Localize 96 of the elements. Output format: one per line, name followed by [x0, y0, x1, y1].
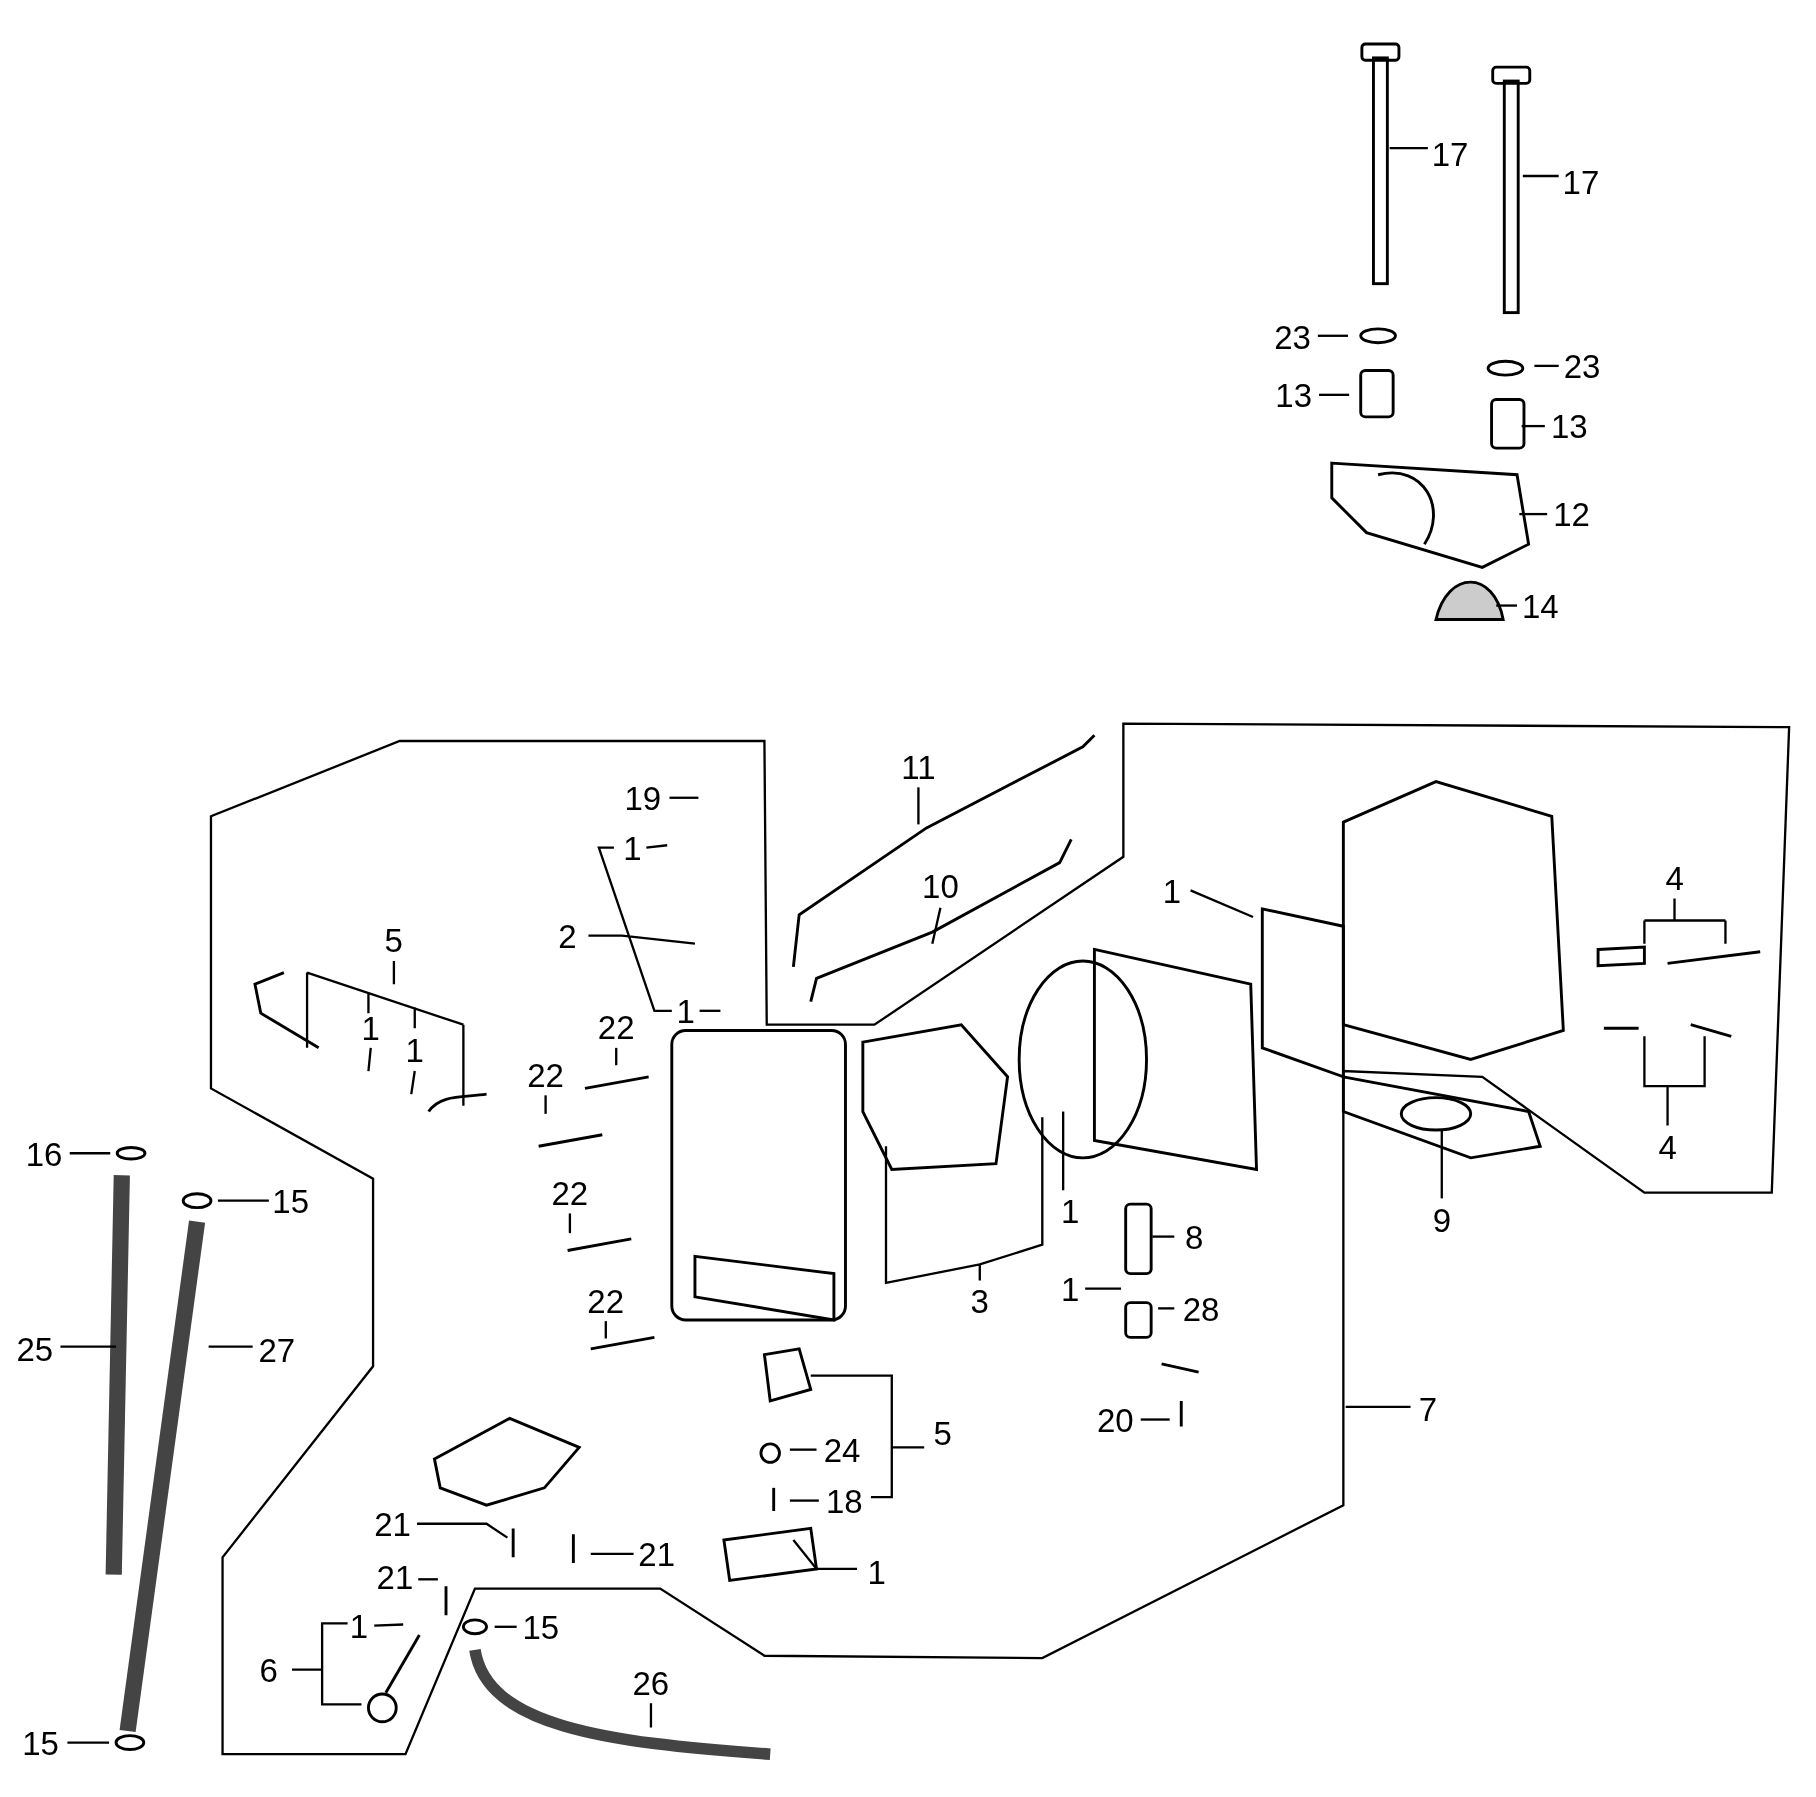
callout-number: 12	[1553, 497, 1590, 531]
callout-number: 15	[272, 1184, 310, 1218]
leader-line	[217, 1199, 269, 1202]
leader-line	[1319, 393, 1350, 396]
callout-number: 23	[1563, 349, 1601, 383]
callout-number: 1	[1060, 1194, 1080, 1228]
callout-number: 17	[1562, 165, 1600, 199]
callout-number: 14	[1522, 589, 1559, 623]
leader-line	[1519, 512, 1548, 516]
callout-number: 22	[597, 1010, 635, 1044]
callout-number: 25	[16, 1332, 54, 1366]
leader-line	[1158, 1307, 1175, 1310]
callout-number: 2	[558, 919, 577, 953]
leader-line	[417, 1522, 509, 1539]
callout-number: 1	[1060, 1272, 1080, 1306]
leader-line	[208, 1345, 253, 1348]
callout-number: 21	[638, 1537, 676, 1571]
leader-line	[1389, 147, 1428, 150]
leader-line	[367, 1047, 372, 1072]
callout-number: 4	[1658, 1130, 1677, 1164]
leader-line	[587, 846, 697, 1012]
callout-number: 10	[922, 869, 959, 903]
callout-number: 1	[361, 1011, 380, 1045]
leader-line	[931, 907, 942, 944]
callout-number: 18	[825, 1484, 863, 1518]
callout-number: 22	[527, 1058, 564, 1092]
leader-line	[646, 844, 668, 849]
callout-number: 3	[970, 1284, 989, 1318]
callout-number: 22	[551, 1176, 589, 1210]
leader-line	[1085, 1287, 1122, 1290]
callout-number: 5	[384, 923, 403, 957]
callout-number: 1	[349, 1609, 369, 1643]
callout-number: 20	[1096, 1403, 1134, 1437]
callout-number: 8	[1184, 1220, 1204, 1254]
leader-line	[884, 1116, 1044, 1285]
leader-line	[60, 1345, 116, 1348]
callout-number: 28	[1182, 1292, 1220, 1326]
leader-line	[1521, 424, 1545, 428]
callout-number: 1	[676, 994, 695, 1028]
leader-line	[649, 1703, 653, 1728]
leader-line	[1440, 1128, 1443, 1199]
leader-line	[699, 1009, 721, 1012]
callout-number: 15	[522, 1610, 560, 1644]
callout-number: 21	[376, 1560, 414, 1594]
leader-line	[792, 1539, 858, 1571]
leader-line	[305, 959, 465, 1107]
callout-number: 13	[1275, 378, 1312, 412]
leader-line	[615, 1047, 618, 1066]
callout-number: 7	[1418, 1393, 1438, 1426]
leader-line	[1062, 1111, 1065, 1191]
leader-line	[1140, 1418, 1170, 1421]
leader-line	[494, 1625, 517, 1628]
leader-line	[669, 796, 699, 799]
leader-line	[1534, 364, 1559, 368]
callout-number: 13	[1550, 409, 1588, 443]
leader-line	[1496, 604, 1518, 607]
leader-line	[917, 787, 920, 825]
callout-number: 9	[1432, 1203, 1452, 1237]
callout-number: 26	[632, 1666, 670, 1700]
callout-number: 21	[374, 1507, 411, 1541]
callout-number: 1	[1162, 874, 1182, 908]
callout-number: 19	[624, 781, 662, 815]
leader-line	[69, 1152, 111, 1155]
callout-number: 22	[587, 1284, 625, 1318]
callout-number: 17	[1431, 137, 1469, 171]
callout-number: 6	[259, 1653, 278, 1687]
callout-number: 11	[901, 750, 936, 784]
callout-number: 4	[1665, 861, 1684, 895]
leader-line	[1190, 889, 1254, 919]
callout-number: 1	[623, 831, 642, 865]
leader-line	[1317, 334, 1348, 337]
callout-number: 23	[1274, 320, 1311, 354]
callout-number: 15	[22, 1726, 59, 1760]
leader-line	[290, 1622, 363, 1706]
callout-number: 27	[258, 1333, 296, 1367]
callout-number: 24	[823, 1433, 861, 1467]
leader-line	[67, 1741, 110, 1744]
callout-number: 1	[405, 1033, 424, 1067]
leader-line	[568, 1213, 572, 1234]
leader-line	[374, 1623, 404, 1627]
callout-number: 5	[933, 1416, 952, 1450]
leader-line	[544, 1095, 547, 1114]
leader-line	[789, 1499, 819, 1502]
leader-line	[418, 1578, 438, 1581]
leader-line	[809, 1374, 926, 1499]
leader-line	[410, 1070, 416, 1095]
callout-number: 1	[867, 1555, 886, 1589]
leader-line	[789, 1448, 817, 1451]
leader-line	[1345, 1405, 1411, 1408]
leader-line	[1152, 1235, 1175, 1238]
leader-line	[604, 1321, 607, 1339]
leader-line	[1643, 1035, 1706, 1127]
leader-line	[1643, 897, 1727, 945]
leader-line	[1522, 174, 1559, 178]
callout-number: 16	[25, 1137, 63, 1170]
leader-line	[590, 1552, 634, 1555]
